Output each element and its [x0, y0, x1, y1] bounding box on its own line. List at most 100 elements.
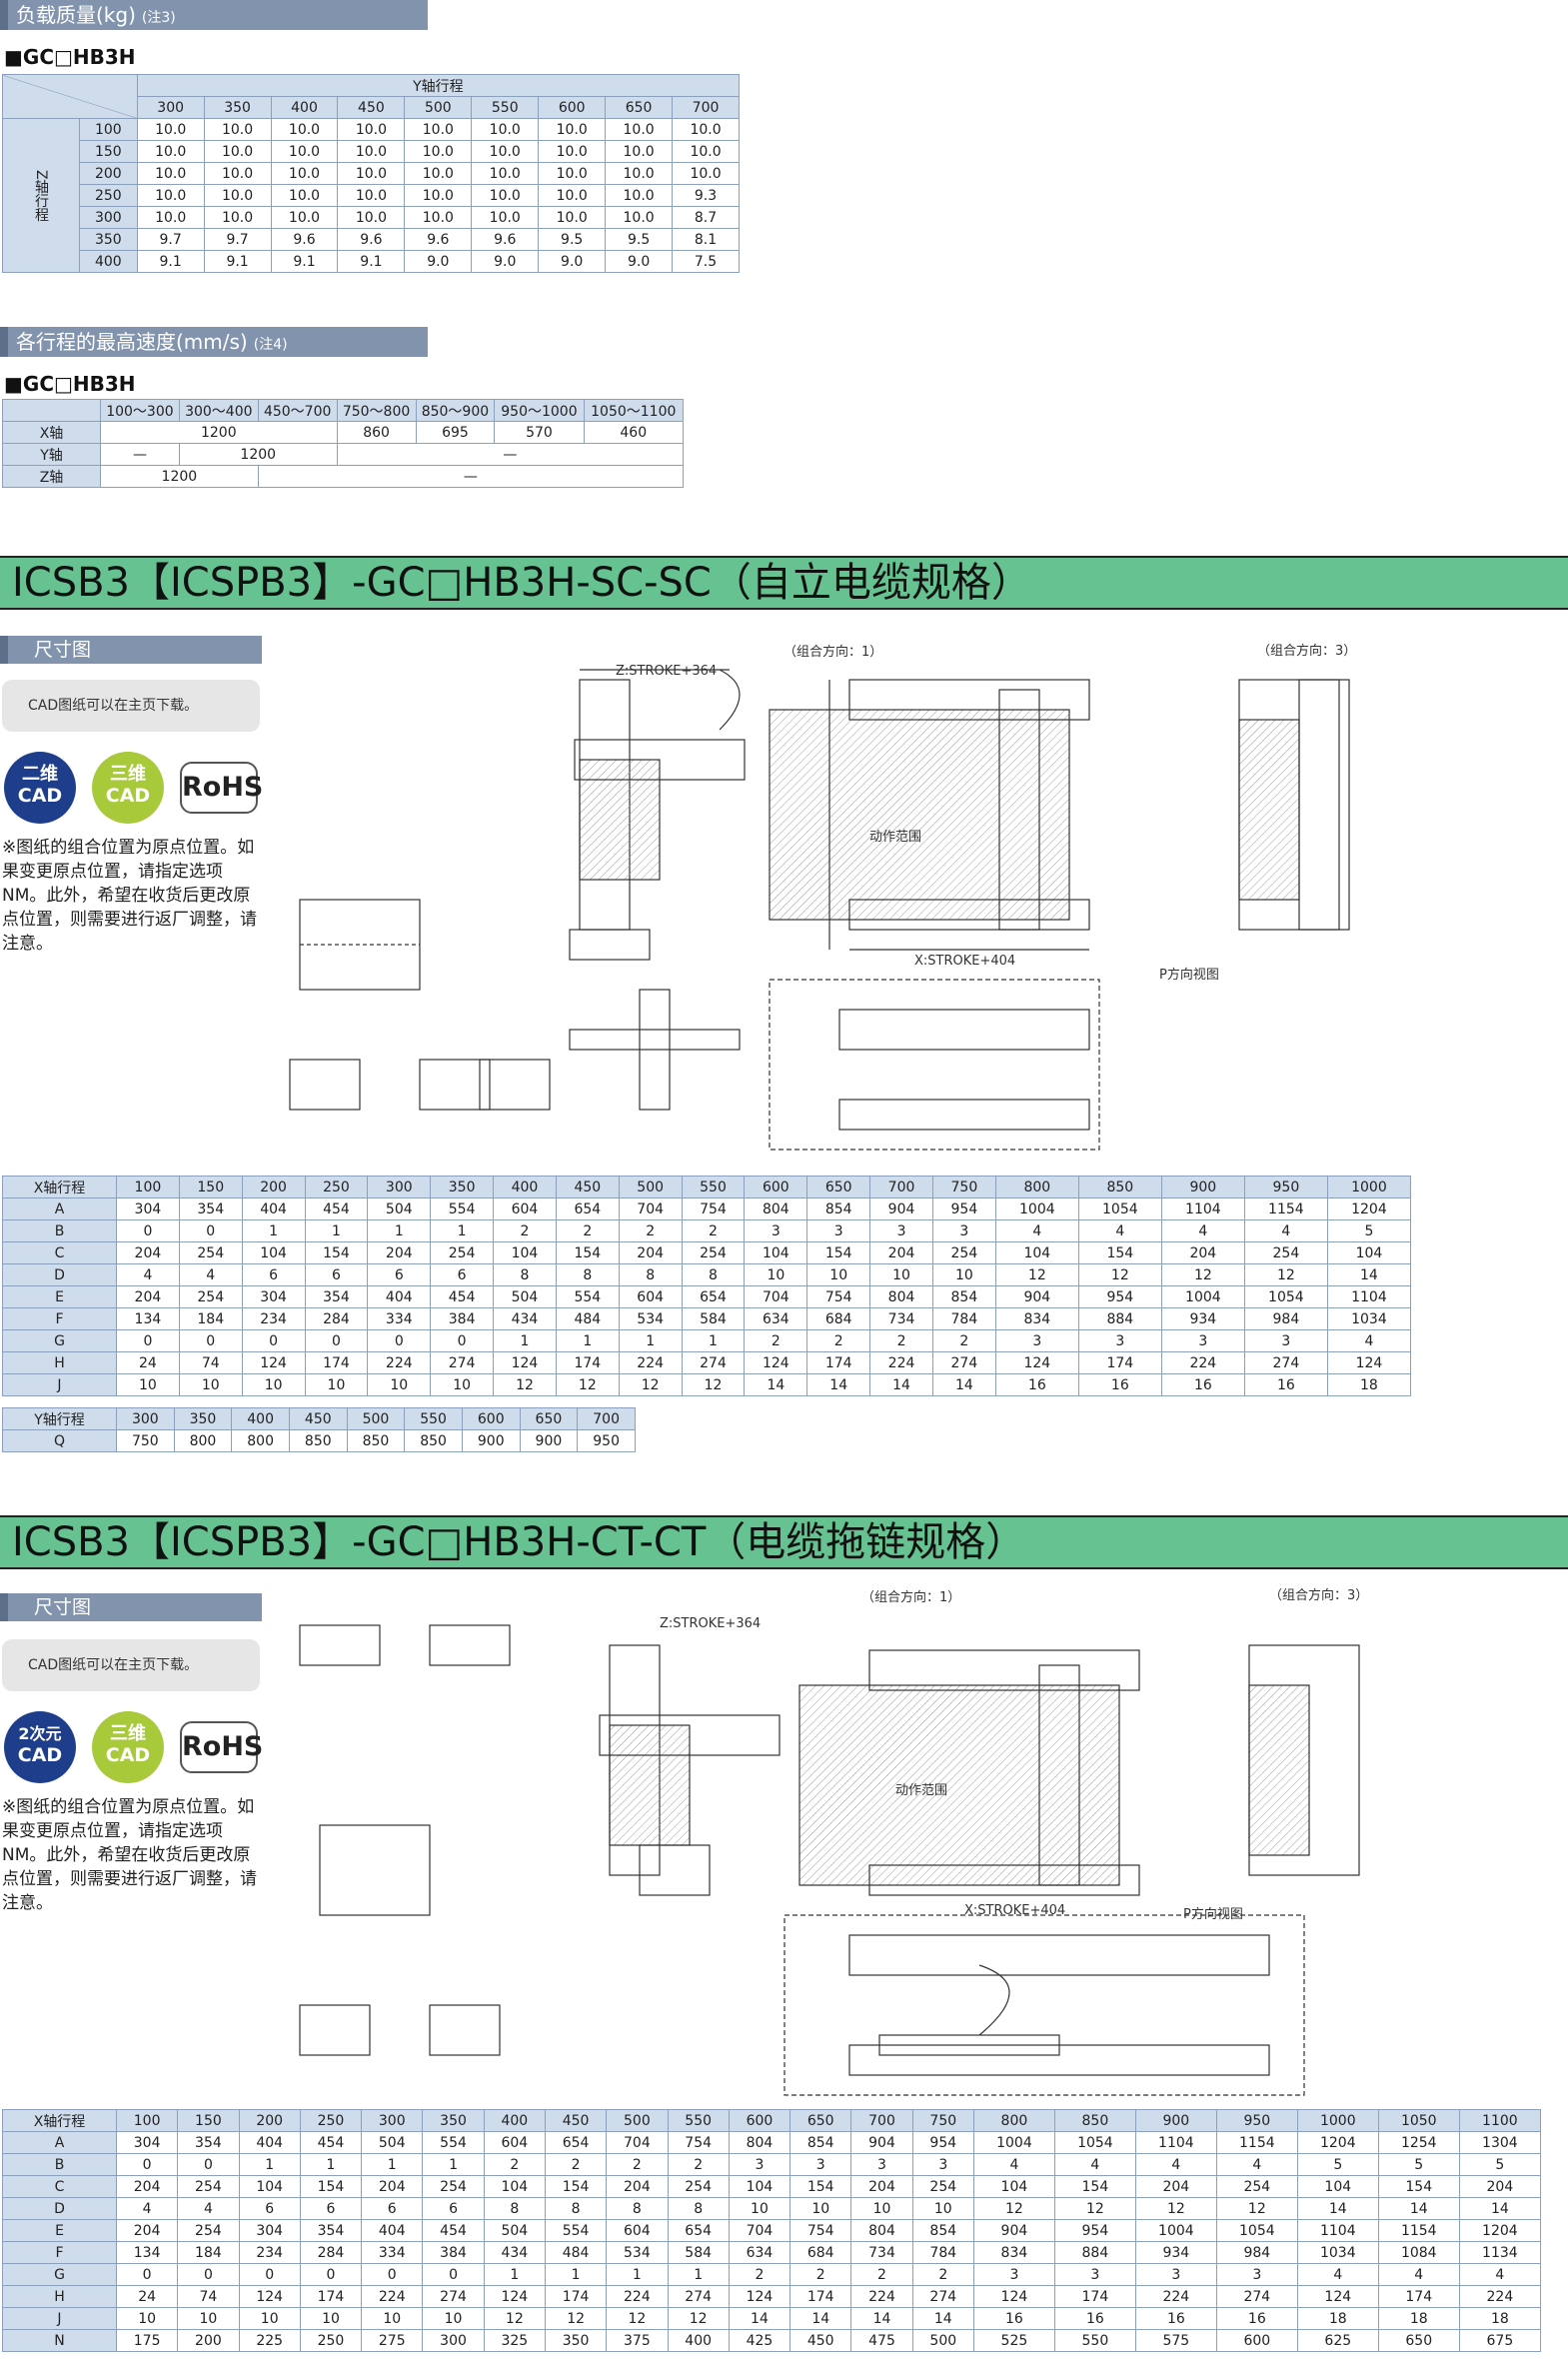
- dim-cell: 784: [911, 2241, 974, 2264]
- dim-cell: 274: [430, 1351, 495, 1374]
- dim-cell: 254: [177, 2175, 240, 2198]
- load-cell: 10.0: [404, 162, 473, 185]
- stroke-col: 850: [1053, 2109, 1136, 2132]
- dim-cell: 74: [177, 2285, 240, 2308]
- dim-cell: 6: [422, 2197, 485, 2220]
- dim-cell: 274: [931, 1351, 996, 1374]
- dim-cell: 4: [177, 2197, 240, 2220]
- load-cell: 10.0: [672, 162, 740, 185]
- stroke-col: 500: [618, 1176, 683, 1198]
- dim-cell: 434: [483, 2241, 546, 2264]
- cable-bracket-2: [429, 1624, 511, 1666]
- load-cell: 9.5: [605, 228, 674, 251]
- dim-cell: 754: [806, 1285, 871, 1308]
- speed-section-header: 各行程的最高速度(mm/s)(注4): [0, 327, 428, 357]
- dim-cell: 8: [483, 2197, 546, 2220]
- dim-cell: 154: [1077, 1241, 1162, 1264]
- dim-cell: 274: [1243, 1351, 1328, 1374]
- dim-cell: 4: [1160, 1219, 1245, 1242]
- stroke-col: 250: [299, 2109, 363, 2132]
- stroke-col: 350: [422, 2109, 485, 2132]
- dim-cell: 10: [430, 1373, 495, 1396]
- dim-cell: 225: [238, 2329, 301, 2352]
- load-cell: 9.7: [136, 228, 205, 251]
- load-cell: 9.0: [471, 250, 540, 273]
- p-view-rail-2: [848, 2044, 1270, 2076]
- dim-cell: 184: [177, 2241, 240, 2264]
- dim-cell: 124: [994, 1351, 1079, 1374]
- dim-cell: 16: [1160, 1373, 1245, 1396]
- dim-cell: 304: [238, 2219, 301, 2242]
- dim-cell: 754: [667, 2131, 730, 2154]
- dim-cell: 3: [1077, 1329, 1162, 1352]
- dim-cell: 4: [1077, 1219, 1162, 1242]
- dim-cell: 8: [667, 2197, 730, 2220]
- dim-cell: 10: [422, 2307, 485, 2330]
- dim-cell: 2: [850, 2263, 913, 2286]
- dim-cell: 134: [116, 1307, 180, 1330]
- motion-range-1: [769, 709, 1070, 921]
- x-axis-bottom: [868, 1864, 1140, 1896]
- dim-cell: 1104: [1160, 1197, 1245, 1220]
- load-cell: 10.0: [538, 184, 607, 207]
- dim-cell: 204: [116, 1285, 180, 1308]
- dim-cell: 884: [1053, 2241, 1136, 2264]
- detail-a: [289, 1059, 361, 1111]
- dim-cell: 174: [789, 2285, 852, 2308]
- dim-cell: 16: [972, 2307, 1055, 2330]
- dim-cell: 10: [241, 1373, 306, 1396]
- dim-cell: 4: [178, 1263, 243, 1286]
- sc-dim-label: 尺寸图: [34, 639, 92, 661]
- dim-cell: 804: [869, 1285, 933, 1308]
- load-title: 负载质量(kg): [16, 3, 136, 27]
- dim-cell: 10: [789, 2197, 852, 2220]
- load-cell: 10.0: [605, 206, 674, 229]
- speed-col: 950～1000: [494, 399, 585, 422]
- dim-key: H: [2, 1351, 117, 1374]
- load-cell: 8.7: [672, 206, 740, 229]
- dim-cell: 804: [744, 1197, 808, 1220]
- stroke-col: 950: [1243, 1176, 1328, 1198]
- dim-key: F: [2, 1307, 117, 1330]
- dim-cell: 554: [430, 1197, 495, 1220]
- dim-cell: 12: [1160, 1263, 1245, 1286]
- dim-cell: 204: [618, 1241, 683, 1264]
- dim-cell: 104: [238, 2175, 301, 2198]
- badge-line: CAD: [105, 785, 151, 807]
- z-stroke-row: 200: [79, 162, 138, 185]
- dim-cell: 1: [606, 2263, 669, 2286]
- load-cell: 9.6: [471, 228, 540, 251]
- dim-cell: 18: [1377, 2307, 1460, 2330]
- dim-cell: 124: [493, 1351, 557, 1374]
- dim-cell: 3: [789, 2153, 852, 2176]
- dim-cell: 154: [299, 2175, 363, 2198]
- load-cell: 10.0: [605, 140, 674, 163]
- speed-cell: 570: [494, 421, 585, 444]
- load-cell: 9.6: [270, 228, 339, 251]
- load-cell: 10.0: [605, 118, 674, 141]
- dim-cell: 10: [177, 2307, 240, 2330]
- y-stroke-col: 400: [270, 96, 339, 119]
- dim-cell: 904: [869, 1197, 933, 1220]
- dim-cell: 1: [483, 2263, 546, 2286]
- combo3-range: [1248, 1684, 1310, 1856]
- dim-cell: 754: [681, 1197, 746, 1220]
- p-view-rail-1: [848, 1934, 1270, 1976]
- stroke-col: 750: [911, 2109, 974, 2132]
- dim-cell: 24: [115, 2285, 179, 2308]
- sc-stroke-top: Z:STROKE+364: [616, 664, 718, 679]
- motion-area: [579, 759, 661, 881]
- sc-note: ※图纸的组合位置为原点位置。如果变更原点位置，请指定选项NM。此外，希望在收货后…: [2, 838, 257, 954]
- load-cell: 10.0: [270, 162, 339, 185]
- dim-cell: 4: [115, 2197, 179, 2220]
- dim-key: J: [2, 2307, 117, 2330]
- badge-line: 三维: [110, 764, 146, 785]
- dim-cell: 604: [493, 1197, 557, 1220]
- dim-cell: 134: [115, 2241, 179, 2264]
- dim-cell: 14: [806, 1373, 871, 1396]
- dim-key: E: [2, 2219, 117, 2242]
- dim-cell: 10: [115, 2307, 179, 2330]
- load-cell: 10.0: [605, 162, 674, 185]
- dim-cell: 12: [1134, 2197, 1217, 2220]
